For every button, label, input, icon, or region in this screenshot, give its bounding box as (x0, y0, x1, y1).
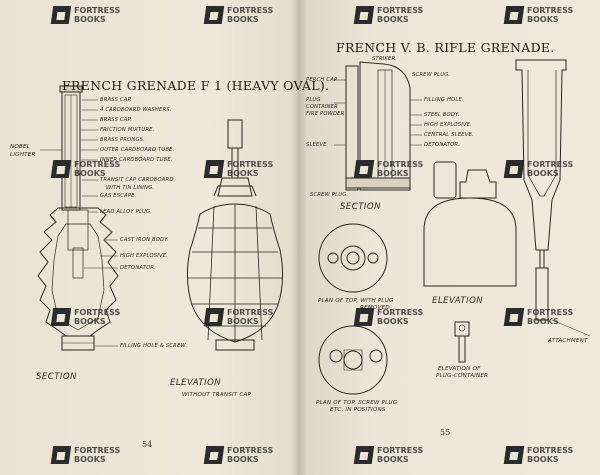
plan-top-caption-2: REMOVED (360, 305, 390, 311)
callout-fire-powder: FIRE POWDER (306, 111, 345, 117)
callout-perch-cap: PERCH CAP (306, 77, 338, 83)
vb-elev-body (423, 197, 517, 287)
callout-high-explosive: HIGH EXPLOSIVE. (120, 253, 169, 259)
f1-elev-body (186, 203, 284, 343)
vb-plan-top (318, 223, 388, 293)
callout-brass-cap-1: BRASS CAP. (100, 97, 132, 103)
right-page (298, 0, 600, 475)
callout-cast-iron-body: CAST IRON BODY. (120, 237, 169, 243)
callout-plug: PLUG (306, 97, 321, 103)
vb-screw-plug-label: SCREW PLUG. (310, 192, 349, 198)
callout-outer-tube: OUTER CARDBOARD TUBE. (100, 147, 175, 153)
plan-top-caption-1: PLAN OF TOP, WITH PLUG (318, 298, 394, 304)
callout-steel-body: STEEL BODY. (424, 112, 460, 118)
callout-lead-plug: LEAD ALLOY PLUG. (100, 209, 153, 215)
callout-gas-escape: GAS ESCAPE. (100, 193, 137, 199)
callout-detonator-vb: DETONATOR. (424, 142, 461, 148)
left-page-title: FRENCH GRENADE F 1 (HEAVY OVAL). (62, 78, 330, 93)
right-page-number: 55 (440, 428, 451, 437)
callout-central-sleeve: CENTRAL SLEEVE. (424, 132, 474, 138)
vb-elevation-caption: ELEVATION (432, 296, 484, 306)
side-label-lighter: LIGHTER (10, 152, 36, 158)
right-section-caption: SECTION (340, 202, 381, 212)
right-page-title: FRENCH V. B. RIFLE GRENADE. (336, 40, 555, 55)
callout-inner-tube: INNER CARDBOARD TUBE. (100, 157, 173, 163)
callout-detonator: DETONATOR. (120, 265, 157, 271)
vb-section-left (345, 65, 359, 191)
left-elevation-sub: WITHOUT TRANSIT CAP (182, 392, 252, 398)
callout-high-explosive-vb: HIGH EXPLOSIVE. (424, 122, 473, 128)
callout-sleeve: SLEEVE (306, 142, 327, 148)
callout-filling-hole-vb: FILLING HOLE. (424, 97, 464, 103)
callout-cardboard-washers: 4 CARDBOARD WASHERS. (100, 107, 172, 113)
vb-section-body (359, 61, 411, 191)
plan-plug-caption-2: ETC. IN POSITIONS (330, 407, 386, 413)
book-gutter (292, 0, 306, 475)
callout-container: CONTAINER (306, 104, 338, 110)
vb-discharger-cup (515, 59, 567, 251)
callout-transit-cap: TRANSIT CAP CARDBOARD (100, 177, 174, 183)
left-section-caption: SECTION (36, 372, 77, 382)
side-label-nobel: NOBEL (10, 144, 31, 150)
attachment-caption: ATTACHMENT (548, 338, 588, 344)
callout-brass-prongs: BRASS PRONGS. (100, 137, 146, 143)
callout-tin-lining: WITH TIN LINING. (106, 185, 155, 191)
callout-filling-hole: FILLING HOLE & SCREW. (120, 343, 188, 349)
vb-plan-top-plug (318, 325, 388, 395)
callout-striker: STRIKER. (372, 56, 398, 62)
callout-screw-plug: SCREW PLUG. (412, 72, 451, 78)
plug-elev-caption-2: PLUG-CONTAINER (436, 373, 489, 379)
callout-brass-cap-2: BRASS CAP. (100, 117, 132, 123)
plan-plug-caption-1: PLAN OF TOP, SCREW PLUG (316, 400, 398, 406)
plug-elev-caption-1: ELEVATION OF (438, 366, 481, 372)
left-elevation-caption: ELEVATION (170, 378, 222, 388)
callout-friction-mixture: FRICTION MIXTURE. (100, 127, 155, 133)
left-page-number: 54 (142, 440, 153, 449)
